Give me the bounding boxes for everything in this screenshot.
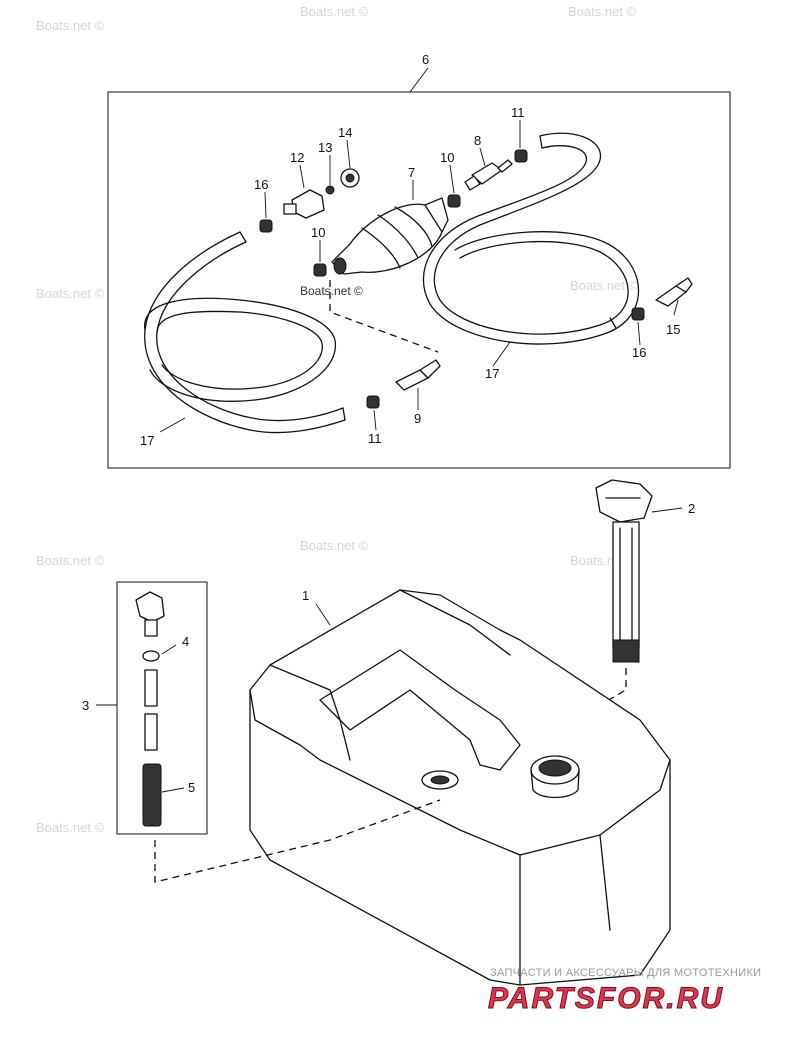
part-stamp: Boats.net ©: [300, 284, 363, 298]
watermark: Boats.net ©: [300, 538, 369, 553]
leader-line: [161, 787, 185, 793]
leader-lines: [159, 120, 679, 433]
fuel-pickup-fitting: [135, 591, 165, 637]
watermark: Boats.net ©: [36, 553, 105, 568]
hose-clamp-10-top: [447, 194, 461, 208]
pickup-tube: [144, 669, 158, 751]
callout-16: 16: [632, 345, 646, 360]
watermark: Boats.net ©: [36, 286, 105, 301]
callout-15: 15: [666, 322, 680, 337]
callout-17: 17: [140, 433, 154, 448]
callout-9: 9: [414, 411, 421, 426]
connector-15: [655, 277, 693, 307]
callout-16: 16: [254, 177, 268, 192]
tank-cap-opening: [530, 755, 580, 799]
fuel-line-kit-frame: [107, 91, 731, 469]
hose-clamp-16-left: [259, 219, 273, 233]
callout-3: 3: [82, 698, 89, 713]
watermark: Boats.net ©: [568, 4, 637, 19]
callout-13: 13: [318, 140, 332, 155]
leader-line: [315, 603, 331, 626]
site-tagline: ЗАПЧАСТИ И АКСЕССУАРЫ ДЛЯ МОТОТЕХНИКИ: [490, 967, 761, 979]
fuel-fitting-12: [283, 185, 335, 219]
o-ring-14: [340, 168, 360, 188]
callout-17: 17: [485, 366, 499, 381]
callout-7: 7: [408, 165, 415, 180]
watermark: Boats.net ©: [36, 18, 105, 33]
fuel-gauge: [595, 479, 653, 663]
callout-4: 4: [182, 634, 189, 649]
callout-14: 14: [338, 125, 352, 140]
callout-12: 12: [290, 150, 304, 165]
callout-1: 1: [302, 588, 309, 603]
callout-10: 10: [440, 150, 454, 165]
callout-5: 5: [188, 780, 195, 795]
callout-2: 2: [688, 501, 695, 516]
fuel-fitting-8: [464, 159, 513, 191]
callout-10: 10: [311, 225, 325, 240]
callout-11: 11: [368, 431, 382, 446]
leader-line: [409, 67, 429, 93]
callout-8: 8: [474, 133, 481, 148]
hose-clamp-11-top: [514, 149, 528, 163]
o-ring-4: [142, 650, 160, 662]
watermark: Boats.net ©: [36, 820, 105, 835]
primer-bulb: [331, 197, 449, 275]
hose-clamp-10-mid: [313, 263, 327, 277]
assembly-line: [154, 799, 441, 883]
connector-9: [395, 359, 441, 391]
fuel-tank: [249, 589, 671, 986]
hose-clamp-16-right: [631, 307, 645, 321]
watermark: Boats.net ©: [570, 278, 639, 293]
hose-clamp-11-bottom: [366, 395, 380, 409]
watermark: Boats.net ©: [300, 4, 369, 19]
pickup-kit-frame: [116, 581, 208, 835]
fuel-hose-left: [144, 231, 346, 434]
callout-11: 11: [511, 105, 525, 120]
leader-line: [161, 644, 177, 655]
leader-line: [651, 507, 683, 513]
fuel-hose-right: [422, 132, 640, 345]
assembly-line: [329, 280, 439, 353]
pickup-filter-5: [142, 763, 162, 827]
callout-labels: 6 11 8 14 13 12 10 7 16 10 15 16 17 9 11…: [82, 52, 695, 795]
site-logo: PARTSFOR.RU: [488, 982, 724, 1015]
callout-6: 6: [422, 52, 429, 67]
